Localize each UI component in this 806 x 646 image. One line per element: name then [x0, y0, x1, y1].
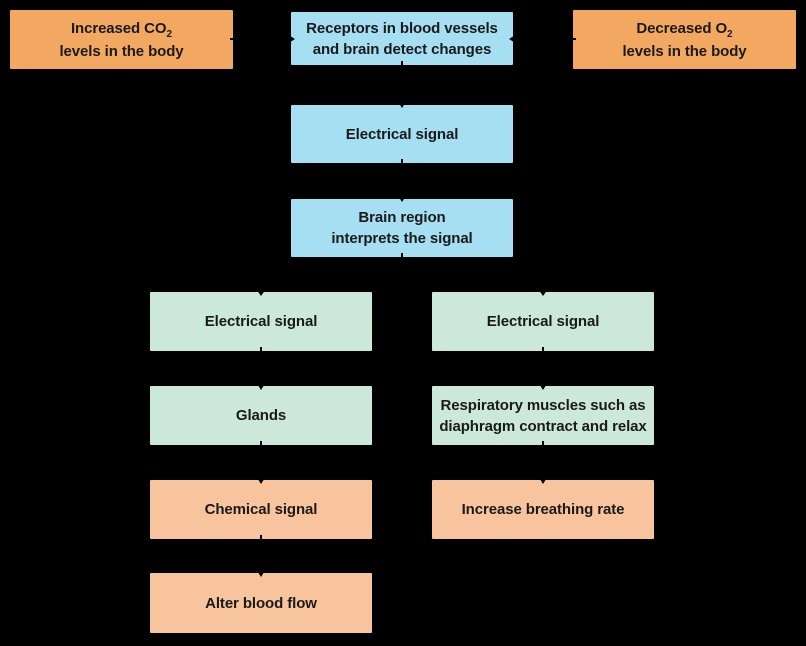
node-brain-region-line2: interprets the signal [331, 230, 473, 247]
node-respiratory-muscles: Respiratory muscles such as diaphragm co… [432, 386, 654, 445]
arrow-electrical-signal-left-to-glands [256, 347, 266, 390]
node-alter-blood-flow: Alter blood flow [150, 573, 372, 633]
node-alter-blood-flow-label: Alter blood flow [205, 594, 317, 612]
o2-subscript: 2 [727, 28, 733, 40]
node-electrical-signal-center-label: Electrical signal [345, 125, 459, 143]
node-receptors: Receptors in blood vessels and brain det… [291, 12, 513, 65]
node-chemical-signal: Chemical signal [150, 480, 372, 539]
node-increase-breathing-rate: Increase breathing rate [432, 480, 654, 539]
node-electrical-signal-center: Electrical signal [291, 105, 513, 163]
node-electrical-signal-left-label: Electrical signal [204, 313, 318, 330]
arrow-electrical-signal-right-to-respiratory-muscles [538, 347, 548, 390]
node-respiratory-muscles-line1: Respiratory muscles such as [440, 396, 646, 414]
co2-subscript: 2 [166, 28, 173, 40]
node-respiratory-muscles-line2: diaphragm contract and relax [439, 417, 647, 435]
arrow-chemical-signal-to-alter-blood-flow [256, 535, 266, 577]
arrow-electrical-signal-center-to-brain-region [397, 159, 407, 202]
node-increased-co2-line1: Increased CO2 [70, 19, 173, 40]
arrow-brain-region-to-electrical-signal-right [401, 253, 548, 296]
arrow-increased-co2-to-receptors [230, 34, 295, 44]
node-electrical-signal-left: Electrical signal [150, 292, 372, 351]
node-decreased-o2-line1: Decreased O2 [636, 19, 733, 40]
node-increased-co2: Increased CO2 levels in the body [10, 10, 233, 69]
node-decreased-o2-line2: levels in the body [622, 42, 747, 60]
arrow-receptors-to-electrical-signal-center [397, 61, 407, 108]
node-receptors-line2: and brain detect changes [312, 40, 492, 58]
node-increased-co2-line2: levels in the body [59, 42, 184, 60]
arrow-decreased-o2-to-receptors [509, 34, 576, 44]
arrow-brain-region-to-electrical-signal-left [256, 253, 403, 296]
node-increase-breathing-rate-label: Increase breathing rate [461, 501, 625, 518]
node-chemical-signal-label: Chemical signal [204, 501, 318, 518]
node-electrical-signal-right: Electrical signal [432, 292, 654, 351]
node-decreased-o2: Decreased O2 levels in the body [573, 10, 796, 69]
node-glands-label: Glands [235, 407, 287, 424]
arrow-respiratory-muscles-to-increase-breathing-rate [538, 441, 548, 484]
node-brain-region-line1: Brain region [358, 209, 446, 226]
node-brain-region: Brain region interprets the signal [291, 199, 513, 257]
node-glands: Glands [150, 386, 372, 445]
arrow-glands-to-chemical-signal [256, 441, 266, 484]
node-electrical-signal-right-label: Electrical signal [486, 313, 600, 330]
node-receptors-line1: Receptors in blood vessels [306, 19, 498, 37]
